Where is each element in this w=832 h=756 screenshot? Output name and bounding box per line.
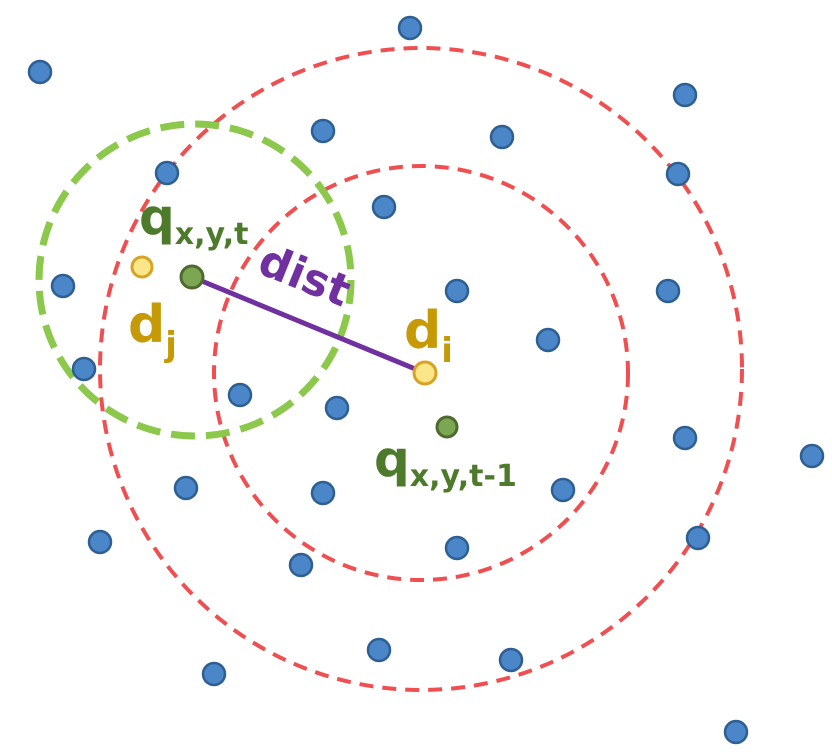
detection-point — [444, 278, 470, 304]
detection-point — [799, 443, 825, 469]
detection-point — [227, 382, 253, 408]
dj-label: dj — [128, 295, 177, 365]
dist-line — [191, 274, 426, 376]
q-current-label: qx,y,t — [139, 188, 249, 252]
large-search-radius-circle — [98, 46, 744, 692]
dj-label-sub: j — [163, 325, 177, 365]
detection-point — [672, 425, 698, 451]
detection-point — [173, 475, 199, 501]
q-previous-label-main: q — [374, 430, 410, 488]
detection-point — [550, 477, 576, 503]
q-previous-label: qx,y,t-1 — [374, 430, 517, 494]
detection-point — [201, 661, 227, 687]
detection-point — [723, 719, 749, 745]
q-current-label-main: q — [139, 188, 175, 246]
detection-point — [71, 356, 97, 382]
detection-point — [672, 82, 698, 108]
detection-point — [27, 59, 53, 85]
detection-point — [288, 552, 314, 578]
dj-point — [130, 255, 154, 279]
detection-point — [371, 194, 397, 220]
detection-point — [498, 647, 524, 673]
detection-point — [366, 637, 392, 663]
dj-label-main: d — [128, 295, 165, 355]
di-label: di — [404, 301, 453, 371]
dist-label: dist — [251, 235, 357, 317]
q-previous-point — [435, 415, 459, 439]
detection-point — [154, 160, 180, 186]
detection-point — [87, 529, 113, 555]
di-label-main: d — [404, 301, 441, 361]
detection-point — [655, 278, 681, 304]
detection-point — [489, 124, 515, 150]
detection-point — [665, 161, 691, 187]
detection-points — [27, 15, 825, 745]
detection-point — [50, 273, 76, 299]
di-label-sub: i — [441, 331, 453, 371]
di-point — [412, 360, 438, 386]
q-previous-label-sub: x,y,t-1 — [410, 459, 517, 494]
detection-point — [685, 525, 711, 551]
detection-point — [535, 327, 561, 353]
neighborhood-circle — [35, 120, 355, 440]
detection-point — [397, 15, 423, 41]
detection-point — [444, 535, 470, 561]
q-current-label-sub: x,y,t — [175, 217, 249, 252]
detection-point — [324, 395, 350, 421]
detection-point — [310, 118, 336, 144]
q-current-point — [179, 264, 205, 290]
detection-point — [310, 480, 336, 506]
small-search-radius-circle — [212, 164, 630, 582]
